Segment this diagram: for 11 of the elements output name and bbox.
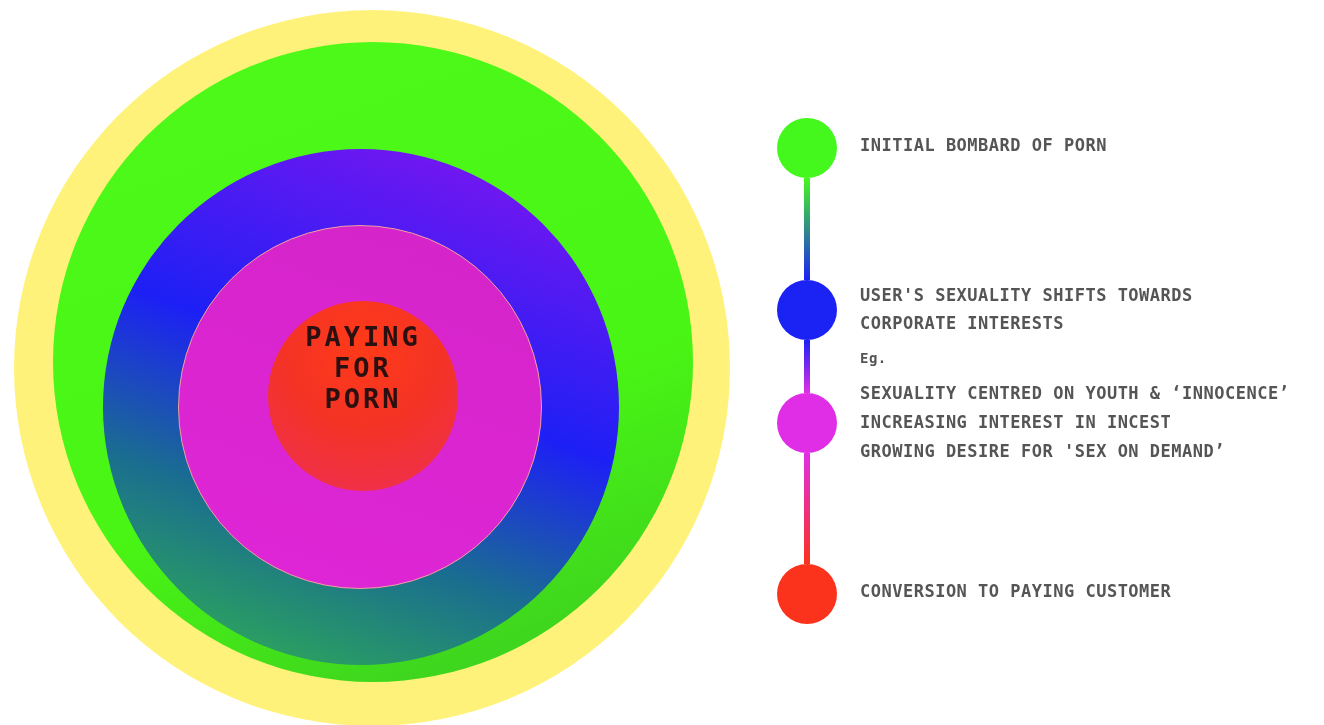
step-label: CONVERSION TO PAYING CUSTOMER (860, 581, 1172, 601)
center-label: PAYING FOR PORN (304, 321, 422, 414)
step-label: INITIAL BOMBARD OF PORN (860, 135, 1107, 155)
step-label: INCREASING INTEREST IN INCEST (860, 412, 1172, 432)
example-label: Eg. (860, 350, 887, 366)
step-label: USER'S SEXUALITY SHIFTS TOWARDS CORPORATE INTERESTS (860, 284, 1194, 335)
step-label: GROWING DESIRE FOR 'SEX ON DEMAND’ (860, 441, 1225, 461)
step-label: SEXUALITY CENTRED ON YOUTH & ‘INNOCENCE’ (860, 383, 1290, 403)
connector-line (804, 340, 810, 393)
connector-line (804, 453, 810, 564)
connector-line (804, 178, 810, 280)
